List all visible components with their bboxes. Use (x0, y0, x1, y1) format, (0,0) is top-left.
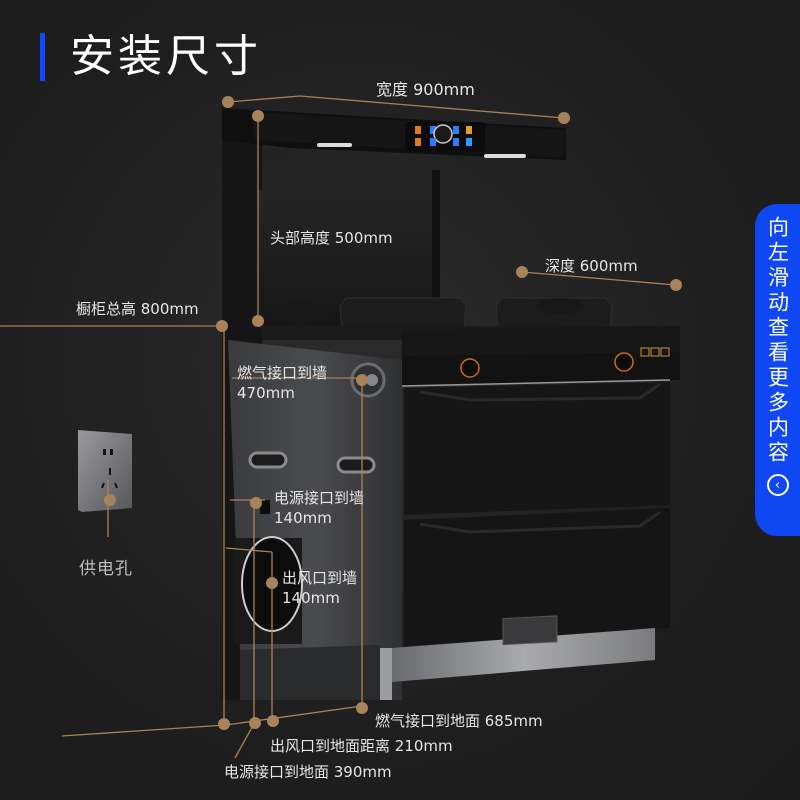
control-panel (401, 347, 680, 387)
power-to-wall-value: 140mm (274, 509, 332, 527)
gas-to-floor-label: 燃气接口到地面 685mm (375, 712, 543, 730)
swipe-hint-text: 向左滑动查看更多内容 (765, 216, 790, 466)
gas-to-wall-label: 燃气接口到墙 (237, 364, 328, 382)
dimension-lines (0, 95, 677, 759)
burners (270, 297, 613, 329)
chevron-left-circle-icon: ‹ (766, 474, 789, 496)
cabinet-side-panel (228, 340, 402, 700)
plinth (380, 615, 655, 700)
wall-socket-illustration (78, 430, 132, 512)
title-accent-bar (40, 33, 45, 81)
depth-label: 深度 600mm (545, 257, 638, 275)
dimension-points (104, 96, 682, 730)
drawers (404, 382, 670, 646)
swipe-more-button[interactable]: 向左滑动查看更多内容 ‹ (755, 204, 800, 536)
vent-to-wall-label: 出风口到墙 (282, 569, 358, 587)
head-height-label: 头部高度 500mm (270, 229, 393, 247)
power-to-wall-label: 电源接口到墙 (274, 489, 365, 507)
cabinet-height-label: 橱柜总高 800mm (76, 300, 199, 318)
vent-to-floor-label: 出风口到地面距离 210mm (270, 737, 453, 755)
power-to-floor-label: 电源接口到地面 390mm (224, 763, 392, 781)
page-title: 安装尺寸 (70, 31, 262, 82)
gas-to-wall-value: 470mm (237, 384, 295, 402)
vent-to-wall-value: 140mm (282, 589, 340, 607)
power-socket-label: 供电孔 (79, 559, 133, 579)
width-dimension-label: 宽度 900mm (376, 80, 475, 99)
